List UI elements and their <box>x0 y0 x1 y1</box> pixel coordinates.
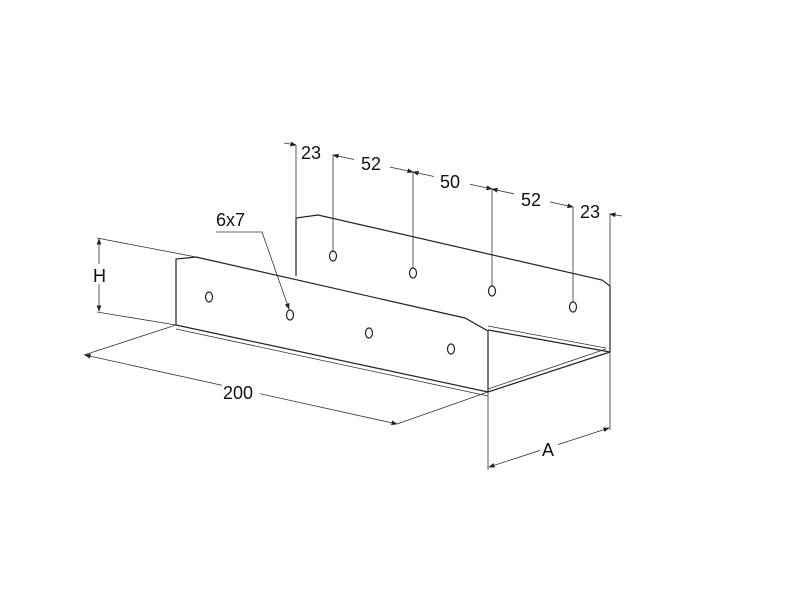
dim-50: 50 <box>440 172 460 192</box>
mounting-holes <box>204 250 578 355</box>
length-dimension: 200 <box>83 324 489 426</box>
dim-23-right: 23 <box>580 202 600 222</box>
dim-23-left: 23 <box>301 143 321 163</box>
dim-52-right: 52 <box>521 190 541 210</box>
hole-size-leader: 6x7 <box>216 210 290 310</box>
hole <box>408 267 418 279</box>
hole-size-label: 6x7 <box>216 210 245 230</box>
width-label: A <box>542 440 554 460</box>
hole <box>204 291 214 303</box>
hole <box>446 343 456 355</box>
hole-spacing-dimension: 23 52 50 52 23 <box>283 141 623 302</box>
back-plate <box>295 214 611 353</box>
hole <box>328 250 338 262</box>
hole <box>568 301 578 313</box>
hole <box>285 309 295 321</box>
dim-52-left: 52 <box>361 154 381 174</box>
width-dimension: A <box>487 352 611 470</box>
length-label: 200 <box>223 383 253 403</box>
height-label: H <box>93 266 106 286</box>
front-plate <box>175 256 489 392</box>
height-dimension: H <box>92 237 197 326</box>
hole <box>364 327 374 339</box>
hole <box>487 285 497 297</box>
